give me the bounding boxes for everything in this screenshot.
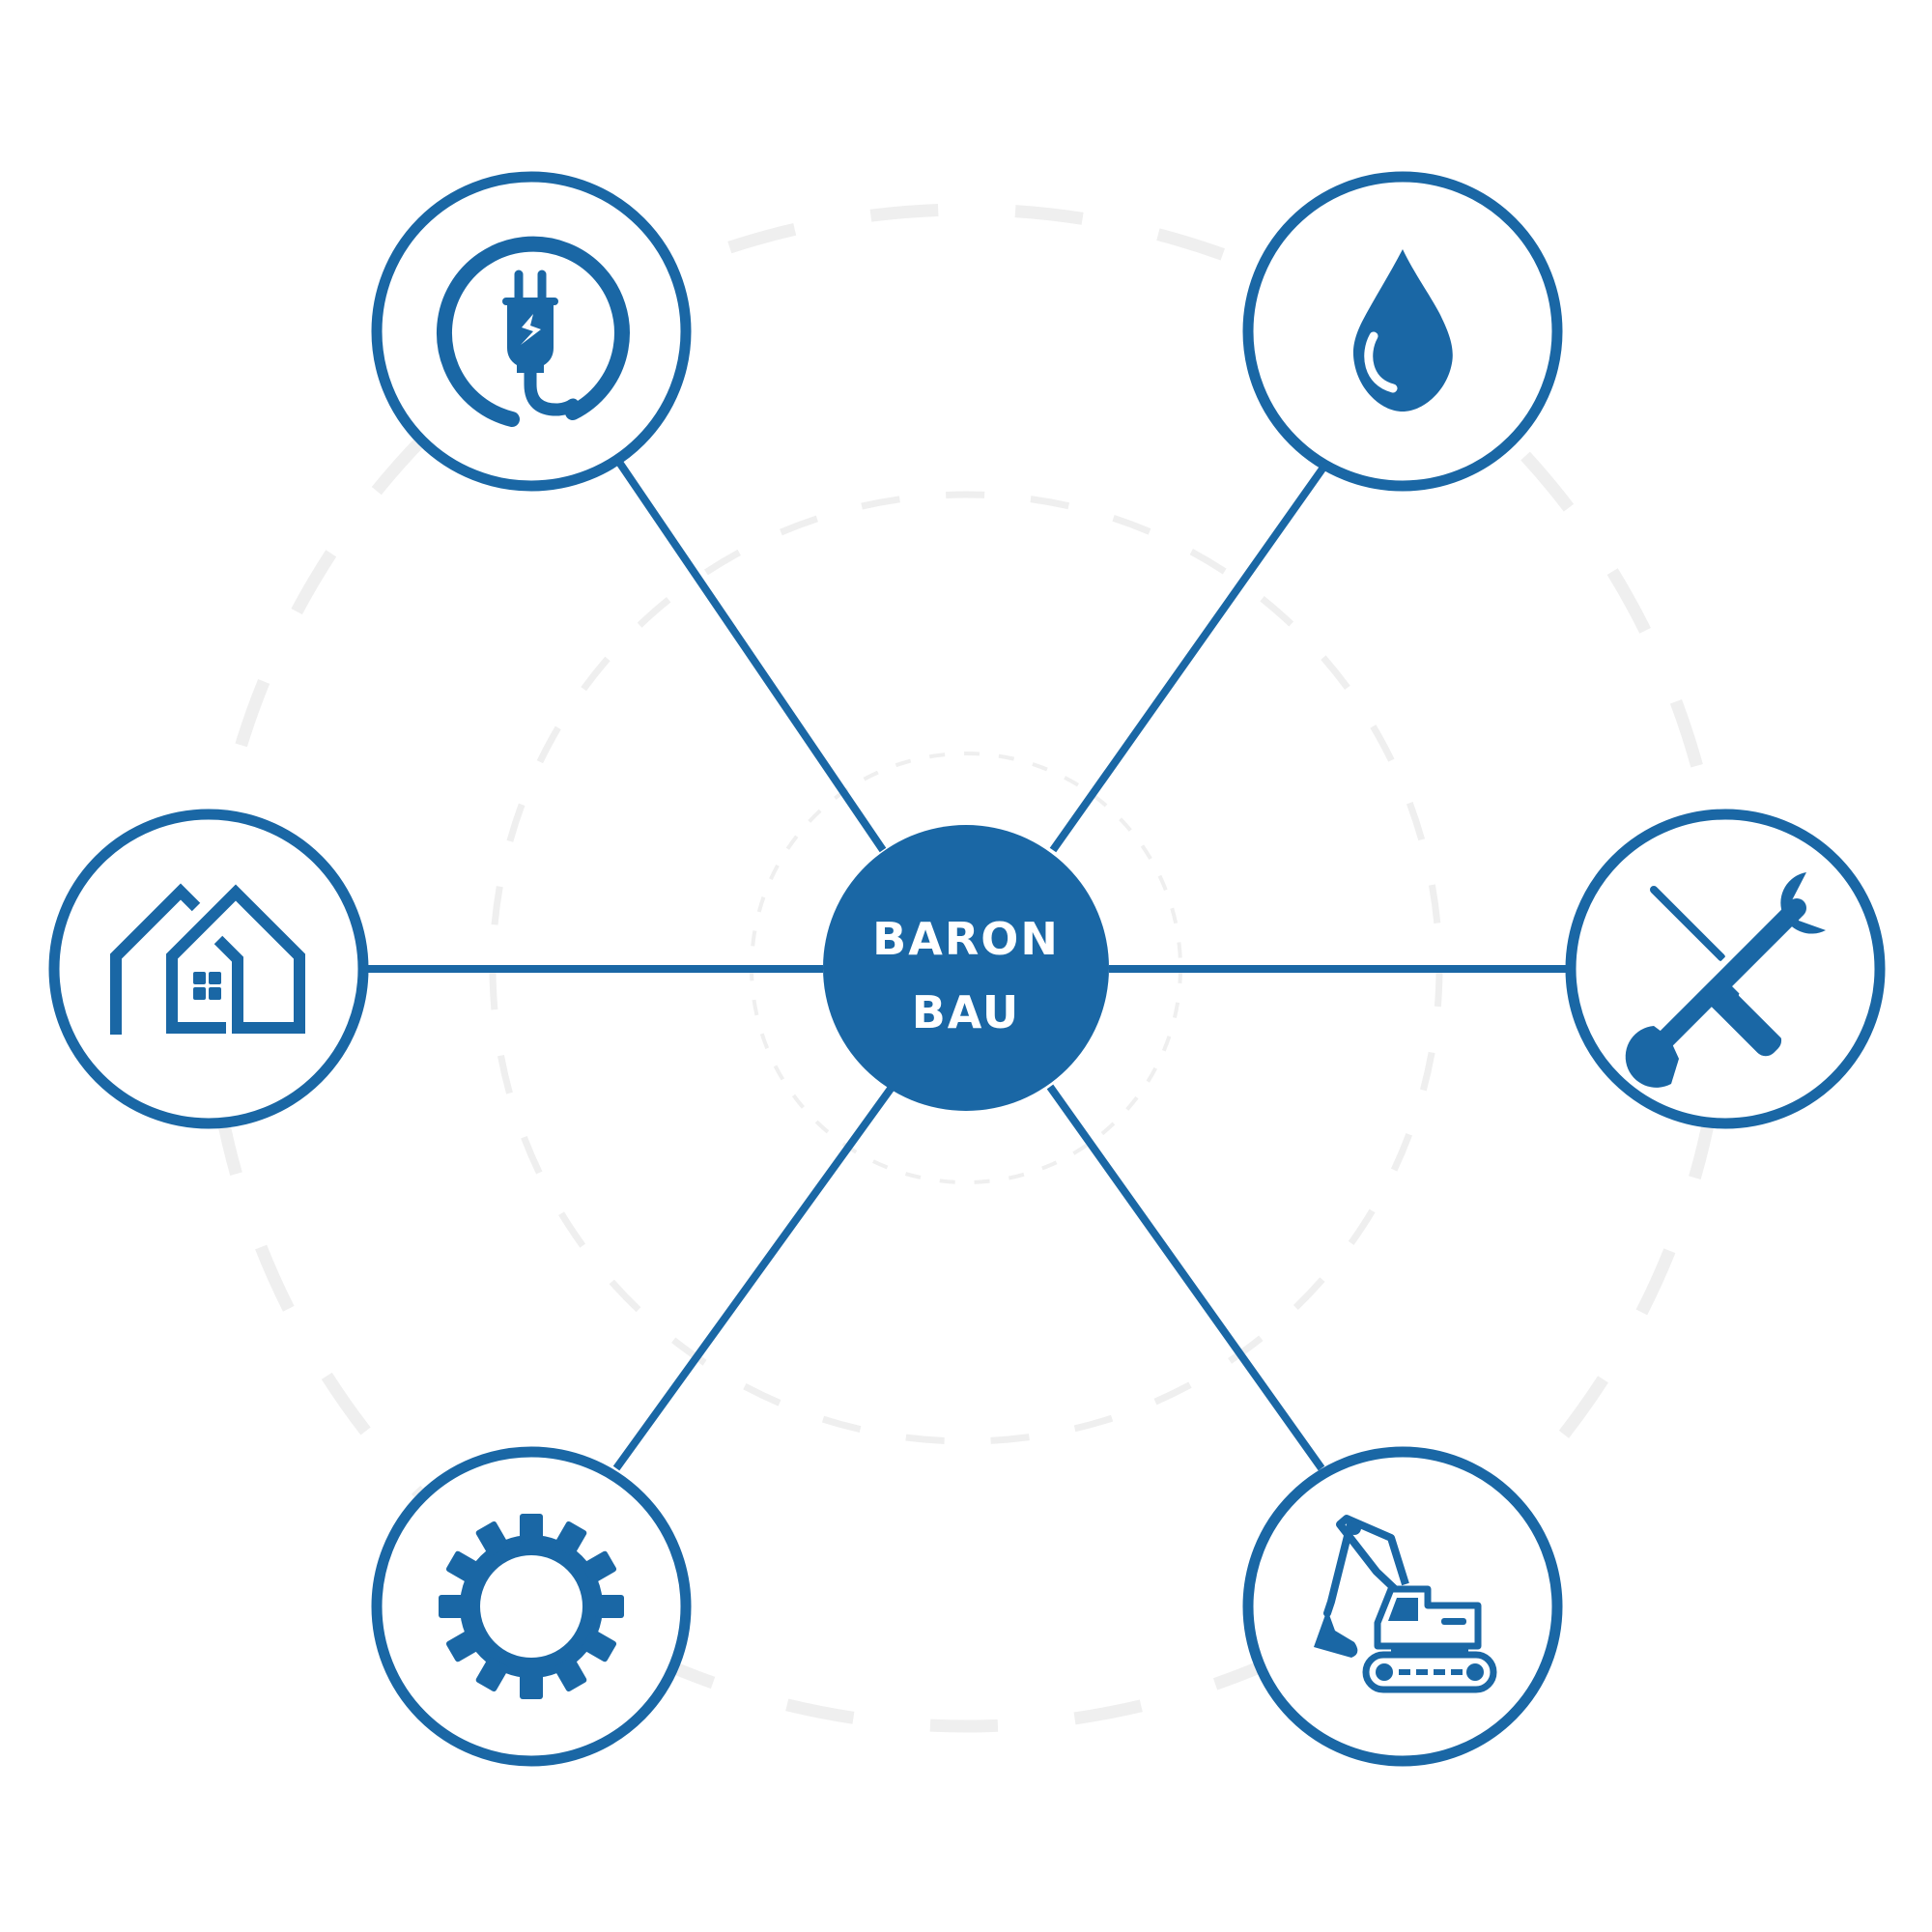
water-drop-icon	[1352, 249, 1453, 412]
center-circle	[823, 825, 1109, 1111]
center-title-line1: BARON	[872, 913, 1060, 965]
gear-tooth	[582, 1629, 617, 1662]
connector-electrical	[614, 458, 887, 853]
gear-tooth	[475, 1520, 509, 1556]
gear-tooth	[582, 1550, 617, 1584]
gear-tooth	[445, 1550, 481, 1584]
gear-tooth	[520, 1670, 543, 1699]
node-electrical[interactable]	[371, 171, 692, 492]
gear-tooth	[475, 1657, 509, 1692]
node-water[interactable]	[1242, 171, 1563, 492]
center-title-line2: BAU	[912, 986, 1021, 1038]
gear-tooth	[520, 1514, 543, 1543]
gear-tooth	[554, 1657, 587, 1692]
power-plug-icon	[437, 236, 630, 427]
node-engineering[interactable]	[371, 1446, 692, 1767]
connector-earthworks	[1046, 1084, 1325, 1471]
node-housing[interactable]	[48, 809, 369, 1129]
gear-tooth	[595, 1595, 624, 1618]
gear-icon	[439, 1514, 624, 1699]
houses-icon	[110, 883, 305, 1035]
connector-water	[1049, 462, 1329, 853]
gear-tooth	[445, 1629, 481, 1662]
node-earthworks[interactable]	[1242, 1446, 1563, 1767]
gear-tooth	[554, 1520, 587, 1556]
excavator-icon	[1314, 1515, 1497, 1693]
connector-engineering	[612, 1086, 895, 1471]
wrench-screwdriver-icon	[1625, 872, 1826, 1088]
gear-tooth	[439, 1595, 468, 1618]
node-housing-ring	[48, 809, 369, 1129]
connectors	[367, 458, 1567, 1471]
center-hub: BARON BAU	[823, 825, 1109, 1111]
node-repair[interactable]	[1565, 809, 1886, 1129]
